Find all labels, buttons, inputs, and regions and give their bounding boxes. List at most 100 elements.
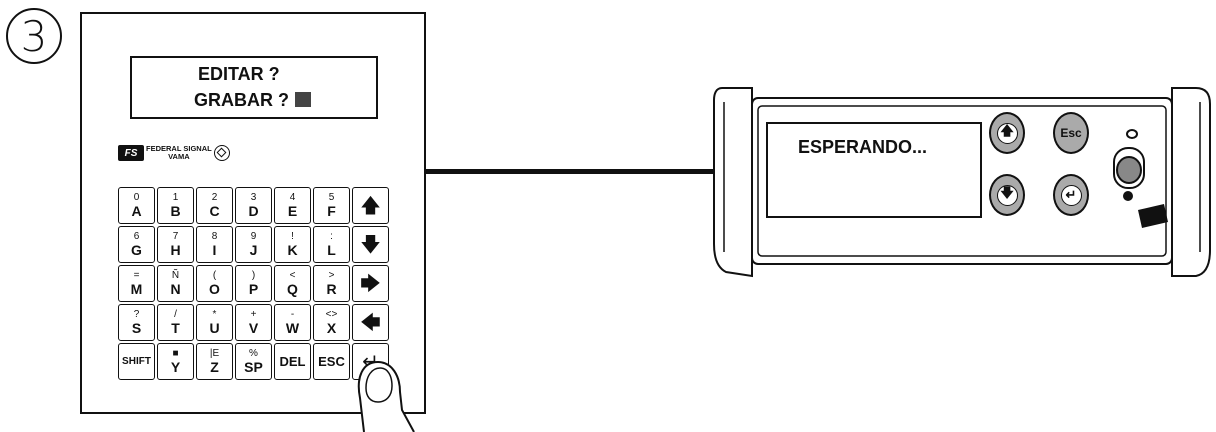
step-number-badge: 3 <box>6 8 62 64</box>
key-symbol: 1 <box>172 192 179 203</box>
key-label: SHIFT <box>122 355 151 367</box>
key-del[interactable]: DEL <box>274 343 311 380</box>
key-letter: E <box>287 203 298 219</box>
key-letter: X <box>326 320 337 336</box>
key-symbol: 8 <box>211 231 218 242</box>
finger-pressing-icon <box>357 360 415 432</box>
brand-text: FEDERAL SIGNAL VAMA <box>146 144 212 161</box>
handset-down-button[interactable]: 🡇 <box>989 174 1025 216</box>
key-k[interactable]: !K <box>274 226 311 263</box>
key-letter: T <box>171 320 180 336</box>
key-w[interactable]: -W <box>274 304 311 341</box>
vama-emblem-icon <box>213 145 230 161</box>
key-shift[interactable]: SHIFT <box>118 343 155 380</box>
key-letter: G <box>131 242 142 258</box>
arrow-up-icon: 🡅 <box>996 122 1018 144</box>
key-letter: A <box>131 203 142 219</box>
key-letter: P <box>248 281 259 297</box>
connection-cable <box>426 169 714 174</box>
key-symbol: > <box>328 270 335 281</box>
key-letter: D <box>248 203 259 219</box>
key-p[interactable]: )P <box>235 265 272 302</box>
step-number: 3 <box>20 11 48 61</box>
handset-up-button[interactable]: 🡅 <box>989 112 1025 154</box>
key-symbol: 5 <box>328 192 335 203</box>
key-letter: U <box>209 320 220 336</box>
key-arrow-left[interactable]: 🡄 <box>352 304 389 341</box>
key-letter: Q <box>287 281 298 297</box>
handset-enter-button[interactable]: ↵ <box>1053 174 1089 216</box>
key-letter: V <box>248 320 259 336</box>
key-sp[interactable]: %SP <box>235 343 272 380</box>
key-symbol: |E <box>209 348 220 359</box>
key-esc[interactable]: ESC <box>313 343 350 380</box>
display-line-2-text: GRABAR ? <box>194 90 289 110</box>
key-t[interactable]: /T <box>157 304 194 341</box>
key-v[interactable]: +V <box>235 304 272 341</box>
key-letter: Z <box>210 359 219 375</box>
handset-status-text: ESPERANDO... <box>798 137 928 157</box>
brand-logo: FS FEDERAL SIGNAL VAMA <box>118 140 230 166</box>
esc-label: Esc <box>1060 126 1082 140</box>
key-symbol: 2 <box>211 192 218 203</box>
key-l[interactable]: :L <box>313 226 350 263</box>
display-line-1: EDITAR ? <box>198 64 280 84</box>
key-symbol: Ñ <box>171 270 180 281</box>
key-symbol: ( <box>212 270 217 281</box>
key-letter: L <box>327 242 336 258</box>
key-u[interactable]: *U <box>196 304 233 341</box>
key-o[interactable]: (O <box>196 265 233 302</box>
enter-icon: ↵ <box>1060 184 1082 206</box>
key-letter: N <box>170 281 181 297</box>
key-letter: J <box>249 242 258 258</box>
arrow-up-icon: 🡅 <box>360 194 381 217</box>
key-q[interactable]: <Q <box>274 265 311 302</box>
display-line-2: GRABAR ? <box>194 90 311 111</box>
key-arrow-right[interactable]: 🡆 <box>352 265 389 302</box>
key-s[interactable]: ?S <box>118 304 155 341</box>
key-letter: K <box>287 242 298 258</box>
key-letter: W <box>285 320 300 336</box>
keypad-terminal: EDITAR ? GRABAR ? FS FEDERAL SIGNAL VAMA… <box>80 12 426 414</box>
key-y[interactable]: ■Y <box>157 343 194 380</box>
key-letter: R <box>326 281 337 297</box>
handset-esc-button[interactable]: Esc <box>1053 112 1089 154</box>
key-letter: C <box>209 203 220 219</box>
fs-logo-icon: FS <box>118 145 144 161</box>
key-x[interactable]: <>X <box>313 304 350 341</box>
cursor-block-icon <box>295 92 311 107</box>
key-symbol: < <box>289 270 296 281</box>
key-m[interactable]: =M <box>118 265 155 302</box>
key-letter: S <box>131 320 142 336</box>
key-symbol: = <box>133 270 140 281</box>
key-symbol: 4 <box>289 192 296 203</box>
arrow-down-icon: 🡇 <box>360 233 381 256</box>
key-letter: M <box>130 281 143 297</box>
key-arrow-down[interactable]: 🡇 <box>352 226 389 263</box>
handset-display <box>766 122 982 218</box>
key-symbol: 0 <box>133 192 140 203</box>
key-letter: B <box>170 203 181 219</box>
key-letter: I <box>212 242 217 258</box>
arrow-down-icon: 🡇 <box>996 184 1018 206</box>
key-letter: F <box>327 203 336 219</box>
key-symbol: - <box>290 309 295 320</box>
key-symbol: : <box>330 231 333 242</box>
key-arrow-up[interactable]: 🡅 <box>352 187 389 224</box>
key-symbol: ■ <box>172 348 179 359</box>
key-symbol: <> <box>325 309 338 320</box>
key-r[interactable]: >R <box>313 265 350 302</box>
key-symbol: 9 <box>250 231 257 242</box>
